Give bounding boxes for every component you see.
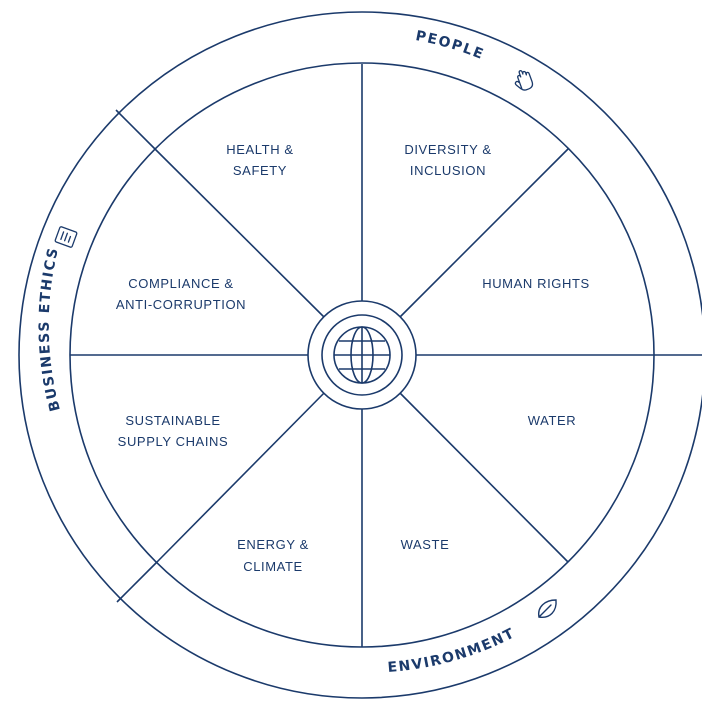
segment-label: HUMAN RIGHTS [482, 276, 590, 291]
hub-inner-circle [321, 314, 403, 396]
ring-divider-2 [116, 561, 158, 603]
segment-label: CLIMATE [243, 559, 303, 574]
outer-ring [18, 11, 702, 699]
hand-icon [514, 70, 534, 91]
spoke-bottom-left [156, 387, 330, 563]
category-title-people: PEOPLE [414, 28, 486, 63]
spoke-top-left [154, 148, 330, 323]
segment-label: ANTI-CORRUPTION [116, 297, 246, 312]
segment-label: COMPLIANCE & [128, 276, 233, 291]
segment-label: WATER [528, 413, 577, 428]
ring-divider-1 [115, 109, 156, 150]
category-title-business-ethics: BUSINESS ETHICS [37, 245, 64, 413]
globe-icon [333, 326, 391, 384]
spoke-bottom-right [394, 387, 569, 563]
segment-label: DIVERSITY & [404, 142, 491, 157]
segment-label: SUPPLY CHAINS [118, 434, 229, 449]
segment-label: INCLUSION [410, 163, 486, 178]
segment-label: WASTE [401, 537, 450, 552]
segment-label: SAFETY [233, 163, 287, 178]
leaf-icon [538, 599, 557, 618]
spoke-top-right [394, 148, 569, 323]
segment-label: ENERGY & [237, 537, 309, 552]
segment-label: SUSTAINABLE [125, 413, 220, 428]
document-icon [54, 226, 78, 248]
segment-label: HEALTH & [226, 142, 293, 157]
